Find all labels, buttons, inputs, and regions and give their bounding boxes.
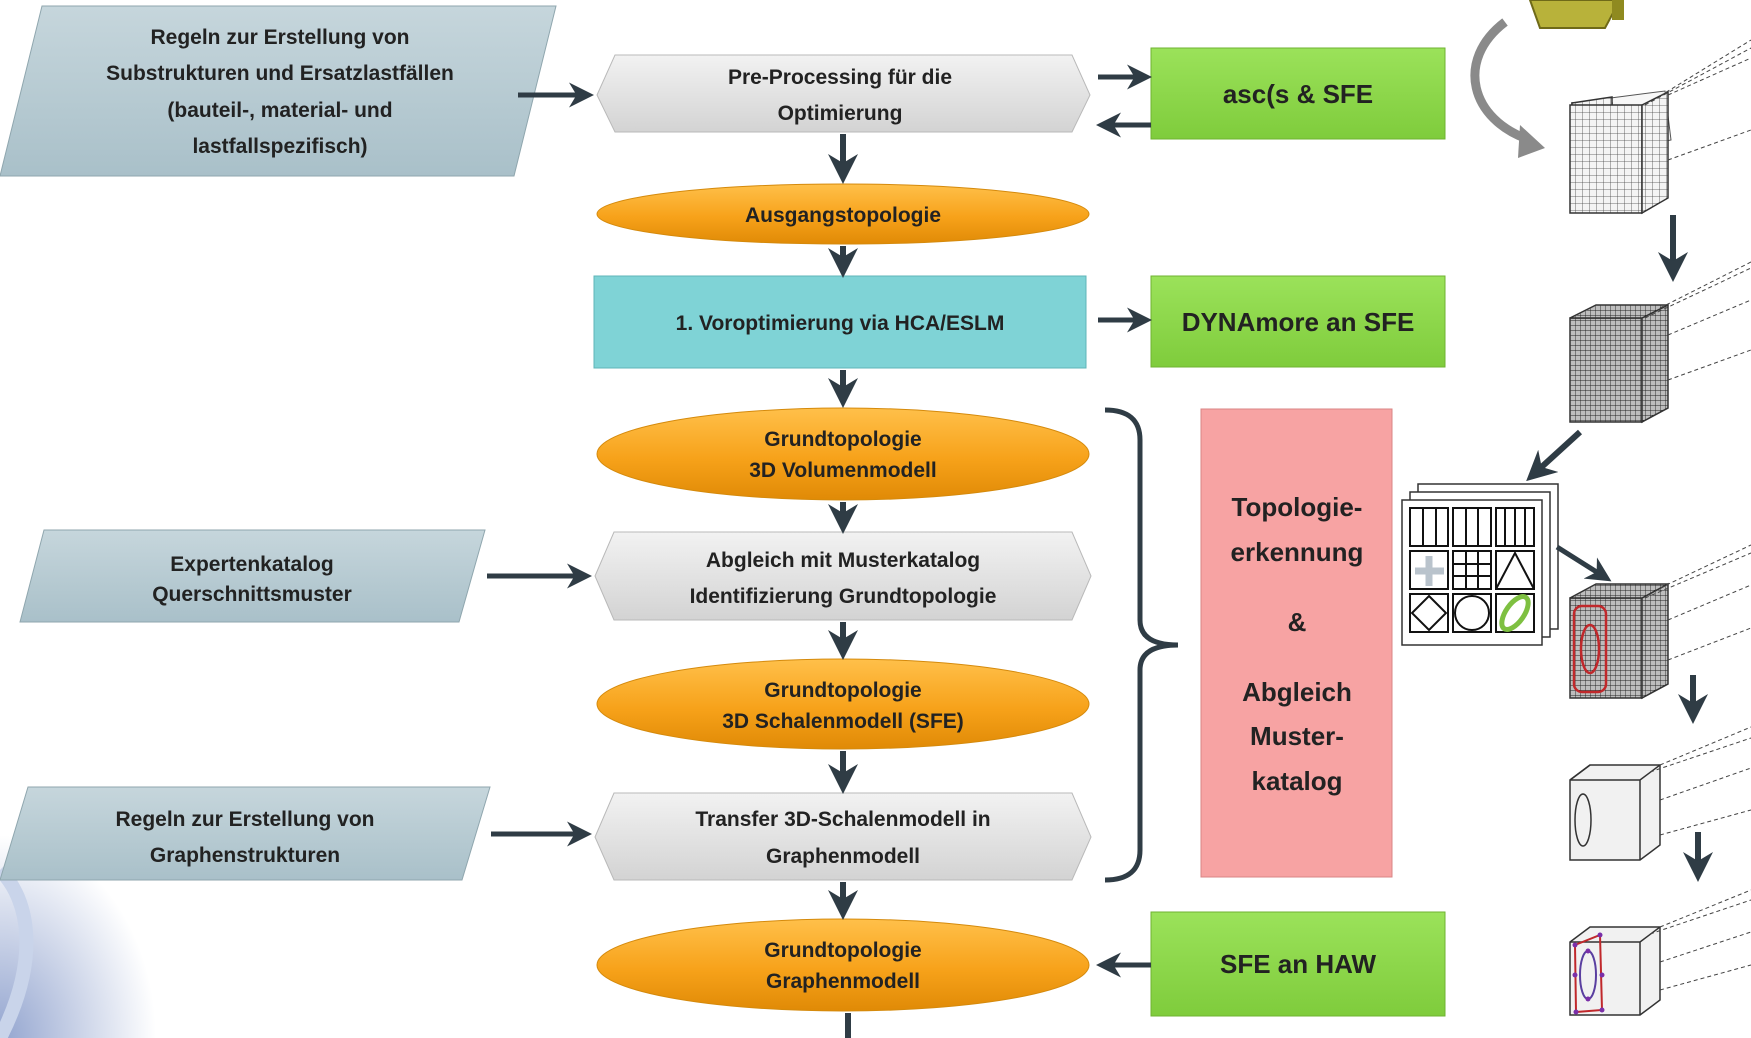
base-shell-line-1: Grundtopologie — [764, 679, 921, 702]
rules-substructures-line-3: (bauteil-, material- und — [167, 99, 392, 122]
partner-arrows — [1096, 64, 1152, 978]
preprocessing-line-2: Optimierung — [778, 102, 903, 125]
input-rules-substructures: Regeln zur Erstellung von Substrukturen … — [0, 5, 557, 177]
input-arrows — [487, 82, 594, 847]
rules-graph-line-1: Regeln zur Erstellung von — [115, 808, 374, 831]
matching-line-2: Identifizierung Grundtopologie — [690, 585, 997, 608]
state-base-shell: Grundtopologie 3D Schalenmodell (SFE) — [596, 658, 1090, 750]
partner-sfe-haw: SFE an HAW — [1150, 911, 1446, 1017]
state-base-graph: Grundtopologie Graphenmodell — [596, 918, 1090, 1012]
base-volume-line-1: Grundtopologie — [764, 428, 921, 451]
preprocessing-line-1: Pre-Processing für die — [728, 66, 952, 89]
input-expert-catalog: Expertenkatalog Querschnittsmuster — [19, 529, 486, 623]
state-start-topology: Ausgangstopologie — [596, 183, 1090, 245]
asc-sfe-label: asc(s & SFE — [1223, 79, 1373, 109]
rules-substructures-line-4: lastfallspezifisch) — [192, 135, 367, 158]
arrow-catalog-to-identified — [1555, 544, 1612, 582]
dynamore-sfe-label: DYNAmore an SFE — [1182, 307, 1415, 337]
identified-mesh-icon — [1569, 544, 1751, 700]
curved-arrow-head — [1518, 125, 1545, 158]
grouping-brace — [1104, 407, 1179, 883]
transfer-line-1: Transfer 3D-Schalenmodell in — [695, 808, 990, 831]
arrow-mesh2-to-catalog — [1526, 429, 1583, 482]
topology-line-4: Abgleich — [1242, 677, 1352, 707]
pattern-catalog-icon — [1401, 483, 1559, 646]
optimized-mesh-icon — [1569, 261, 1751, 424]
base-volume-line-2: 3D Volumenmodell — [749, 459, 936, 482]
base-graph-line-1: Grundtopologie — [764, 939, 921, 962]
topology-line-1: Topologie- — [1232, 492, 1363, 522]
rules-substructures-line-1: Regeln zur Erstellung von — [150, 26, 409, 49]
graph-model-icon — [1569, 889, 1751, 1016]
topology-line-5: Muster- — [1250, 721, 1344, 751]
component-photo-icon — [1528, 0, 1624, 29]
process-matching: Abgleich mit Musterkatalog Identifizieru… — [594, 531, 1092, 621]
process-transfer: Transfer 3D-Schalenmodell in Graphenmode… — [594, 792, 1092, 881]
box-preoptimization: 1. Voroptimierung via HCA/ESLM — [593, 275, 1087, 369]
state-base-volume: Grundtopologie 3D Volumenmodell — [596, 407, 1090, 501]
topology-recognition-box: Topologie- erkennung & Abgleich Muster- … — [1200, 408, 1393, 878]
topology-line-6: katalog — [1251, 766, 1342, 796]
curved-transform-arrow — [1470, 18, 1532, 145]
transfer-line-2: Graphenmodell — [766, 845, 920, 868]
expert-catalog-line-2: Querschnittsmuster — [152, 583, 352, 606]
preoptimization-label: 1. Voroptimierung via HCA/ESLM — [676, 312, 1005, 335]
input-rules-graph: Regeln zur Erstellung von Graphenstruktu… — [0, 786, 491, 881]
volume-mesh-icon — [1569, 39, 1751, 215]
base-graph-line-2: Graphenmodell — [766, 970, 920, 993]
shell-model-icon — [1569, 726, 1751, 861]
process-preprocessing: Pre-Processing für die Optimierung — [596, 54, 1091, 133]
partner-asc-sfe: asc(s & SFE — [1150, 47, 1446, 140]
partner-dynamore-sfe: DYNAmore an SFE — [1150, 275, 1446, 368]
sfe-haw-label: SFE an HAW — [1220, 949, 1376, 979]
base-shell-line-2: 3D Schalenmodell (SFE) — [722, 710, 964, 733]
topology-line-3: & — [1288, 607, 1307, 637]
rules-substructures-line-2: Substrukturen und Ersatzlastfällen — [106, 62, 454, 85]
rules-graph-line-2: Graphenstrukturen — [150, 844, 340, 867]
topology-line-2: erkennung — [1231, 537, 1364, 567]
expert-catalog-line-1: Expertenkatalog — [170, 553, 333, 576]
start-topology-label: Ausgangstopologie — [745, 204, 941, 227]
matching-line-1: Abgleich mit Musterkatalog — [706, 549, 980, 572]
